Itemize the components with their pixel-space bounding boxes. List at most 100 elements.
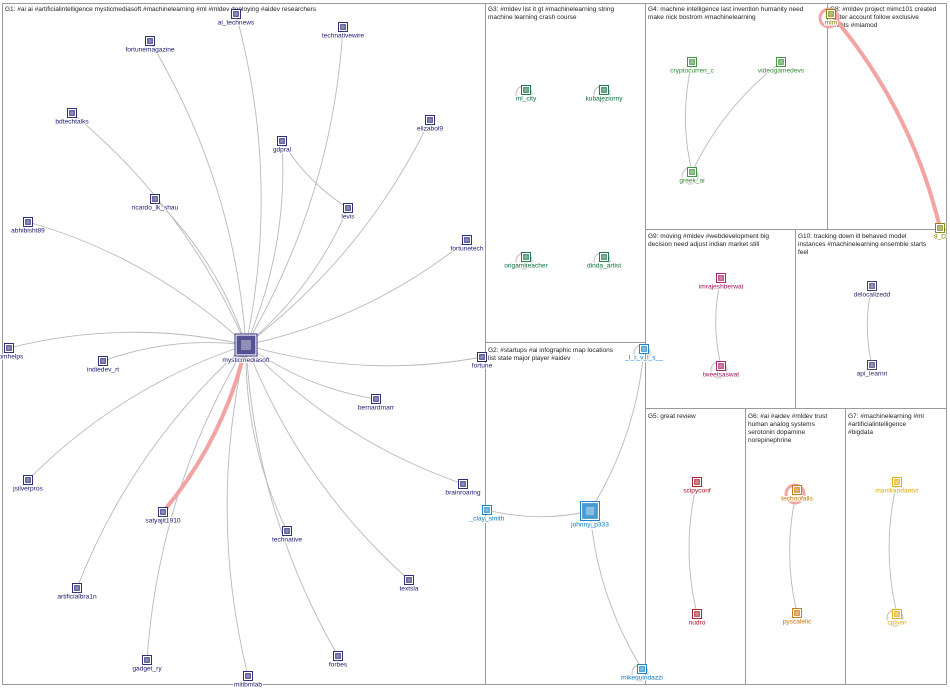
node-label-bdtechtalks: bdtechtalks	[55, 119, 89, 126]
avatar-highlight	[346, 206, 350, 210]
node-ml_city[interactable]	[521, 85, 531, 95]
edge-cryptocurren_c-to-greek_ai	[685, 61, 693, 173]
avatar-image	[794, 610, 800, 616]
node-label-technative: technative	[272, 537, 302, 544]
node-ricardo_lk_shau[interactable]	[150, 194, 160, 204]
node-api_learnn[interactable]	[867, 360, 877, 370]
node-bdtechtalks[interactable]	[67, 108, 77, 118]
avatar-highlight	[336, 654, 340, 658]
edge-mysticmediasoft-to-abhibisht89	[27, 221, 247, 346]
avatar-image	[778, 59, 784, 65]
avatar-image	[869, 283, 875, 289]
avatar-image	[345, 205, 351, 211]
node-label-mlmm: mlm	[825, 20, 838, 27]
avatar-highlight	[524, 255, 528, 259]
node-abhibisht89[interactable]	[23, 217, 33, 227]
node-johnny_p333[interactable]	[580, 501, 600, 521]
node-dinda_artist[interactable]	[599, 252, 609, 262]
node-artificialbra1n[interactable]	[72, 583, 82, 593]
node-domhelps[interactable]	[4, 343, 14, 353]
node-mikequindazzi[interactable]	[637, 664, 647, 674]
node-label-imrajeshberwal: imrajeshberwal	[699, 284, 744, 291]
node-label-g8node: 8_D	[934, 234, 946, 241]
node-videogamedevs[interactable]	[776, 57, 786, 67]
node-greek_ai[interactable]	[687, 167, 697, 177]
node-satyajit1910[interactable]	[158, 507, 168, 517]
node-label-api_learnn: api_learnn	[857, 371, 888, 378]
node-delocalizedd[interactable]	[867, 281, 877, 291]
node-r_v_l_s[interactable]	[639, 344, 649, 354]
node-nudro[interactable]	[692, 609, 702, 619]
node-fortune[interactable]	[477, 352, 487, 362]
node-scipyconf[interactable]	[692, 477, 702, 487]
avatar-image	[460, 481, 466, 487]
node-textsla[interactable]	[404, 575, 414, 585]
avatar-highlight	[695, 612, 699, 616]
node-clay_smith[interactable]	[482, 505, 492, 515]
avatar-image	[794, 487, 800, 493]
node-jsilverpros[interactable]	[23, 475, 33, 485]
avatar-highlight	[148, 39, 152, 43]
avatar-highlight	[101, 359, 105, 363]
avatar-image	[601, 87, 607, 93]
node-origamiteacher[interactable]	[521, 252, 531, 262]
node-label-gadget_ry: gadget_ry	[132, 666, 162, 673]
node-levis[interactable]	[343, 203, 353, 213]
edge-johnny_p333-to-r_v_l_s	[589, 348, 645, 512]
avatar-highlight	[75, 586, 79, 590]
node-cryptocurren_c[interactable]	[687, 57, 697, 67]
node-bernardmarr[interactable]	[371, 394, 381, 404]
node-technativewire[interactable]	[338, 22, 348, 32]
node-gdpral[interactable]	[277, 136, 287, 146]
node-label-abhibisht89: abhibisht89	[11, 228, 45, 235]
node-label-domhelps: domhelps	[0, 354, 24, 361]
node-technative[interactable]	[282, 526, 292, 536]
node-gadget_ry[interactable]	[142, 655, 152, 665]
group-title-g3: G3: #mldev list it gt #machinelearning s…	[488, 6, 614, 21]
avatar-highlight	[870, 363, 874, 367]
node-elizabol9[interactable]	[425, 115, 435, 125]
edge-mysticmediasoft-to-fortune	[245, 344, 483, 367]
node-g8node[interactable]	[935, 223, 945, 233]
avatar-image	[335, 653, 341, 659]
group-title-g1: G1: #ai ai #artificialintelligence mysti…	[5, 6, 317, 13]
avatar-highlight	[26, 220, 30, 224]
node-pyscalelic[interactable]	[792, 608, 802, 618]
node-technofalls[interactable]	[792, 485, 802, 495]
node-label-clay_smith: _clay_smith	[469, 516, 505, 523]
avatar-highlight	[241, 340, 251, 350]
node-label-textsla: textsla	[399, 586, 418, 593]
node-label-scipyconf: scipyconf	[683, 488, 711, 495]
node-brainroaring[interactable]	[458, 479, 468, 489]
node-fortunemagazine[interactable]	[145, 36, 155, 46]
node-mysticmediasoft[interactable]	[234, 333, 258, 357]
edge-mysticmediasoft-to-fortunemagazine	[149, 40, 247, 346]
avatar-highlight	[829, 12, 833, 16]
avatar-image	[25, 219, 31, 225]
group-title-g7: G7: #machinelearning #ml#artificialintel…	[848, 413, 924, 436]
edge-mysticmediasoft-to-gdpral	[245, 140, 284, 346]
node-mitibmlab[interactable]	[243, 671, 253, 681]
node-tweetsaswat[interactable]	[716, 361, 726, 371]
avatar-highlight	[938, 226, 942, 230]
group-titles: G1: #ai ai #artificialintelligence mysti…	[5, 6, 937, 444]
node-label-technativewire: technativewire	[322, 33, 364, 40]
node-indiedev_rt[interactable]	[98, 356, 108, 366]
node-manikandantvr[interactable]	[892, 477, 902, 487]
avatar-highlight	[695, 480, 699, 484]
node-label-ricardo_lk_shau: ricardo_lk_shau	[132, 205, 179, 212]
node-cplsen[interactable]	[892, 609, 902, 619]
node-forbes[interactable]	[333, 651, 343, 661]
node-fortunetech[interactable]	[462, 235, 472, 245]
node-imrajeshberwal[interactable]	[716, 273, 726, 283]
node-label-nudro: nudro	[689, 620, 706, 627]
node-kubajeziorny[interactable]	[599, 85, 609, 95]
avatar-image	[160, 509, 166, 515]
avatar-image	[147, 38, 153, 44]
avatar-highlight	[7, 346, 11, 350]
node-ai_technews[interactable]	[231, 9, 241, 19]
avatar-image	[74, 585, 80, 591]
node-mlmm[interactable]	[826, 9, 836, 19]
